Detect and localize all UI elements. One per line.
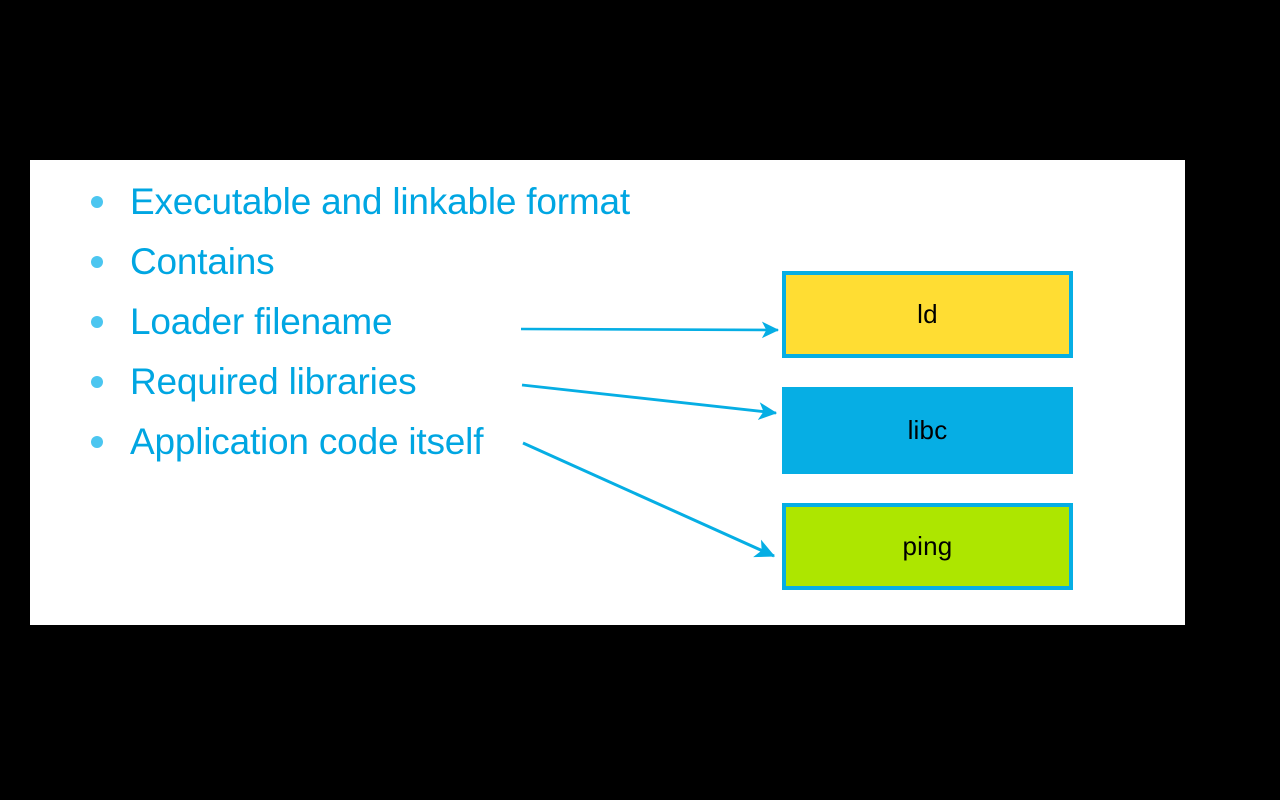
node-label: libc [907, 415, 948, 445]
bullet-dot-icon [91, 256, 103, 268]
bullet-dot-icon [91, 196, 103, 208]
node-box-ping[interactable]: ping [782, 503, 1073, 590]
bullet-label: Loader filename [130, 301, 393, 342]
list-item: Application code itself [60, 412, 580, 472]
bullet-label: Contains [130, 241, 275, 282]
node-box-ld[interactable]: ld [782, 271, 1073, 358]
list-item: Loader filename [60, 292, 580, 352]
slide-panel: Executable and linkable format Contains … [30, 160, 1185, 625]
bullet-dot-icon [91, 436, 103, 448]
bullet-label: Required libraries [130, 361, 417, 402]
node-label: ld [917, 299, 938, 329]
list-item: Executable and linkable format [60, 172, 630, 232]
bullet-label: Executable and linkable format [130, 181, 630, 222]
bullet-dot-icon [91, 376, 103, 388]
bullet-dot-icon [91, 316, 103, 328]
list-item: Contains [60, 232, 580, 292]
node-box-libc[interactable]: libc [782, 387, 1073, 474]
node-label: ping [902, 531, 953, 561]
bullet-label: Application code itself [130, 421, 484, 462]
list-item: Required libraries [60, 352, 580, 412]
bullet-list: Executable and linkable format Contains … [60, 172, 630, 472]
